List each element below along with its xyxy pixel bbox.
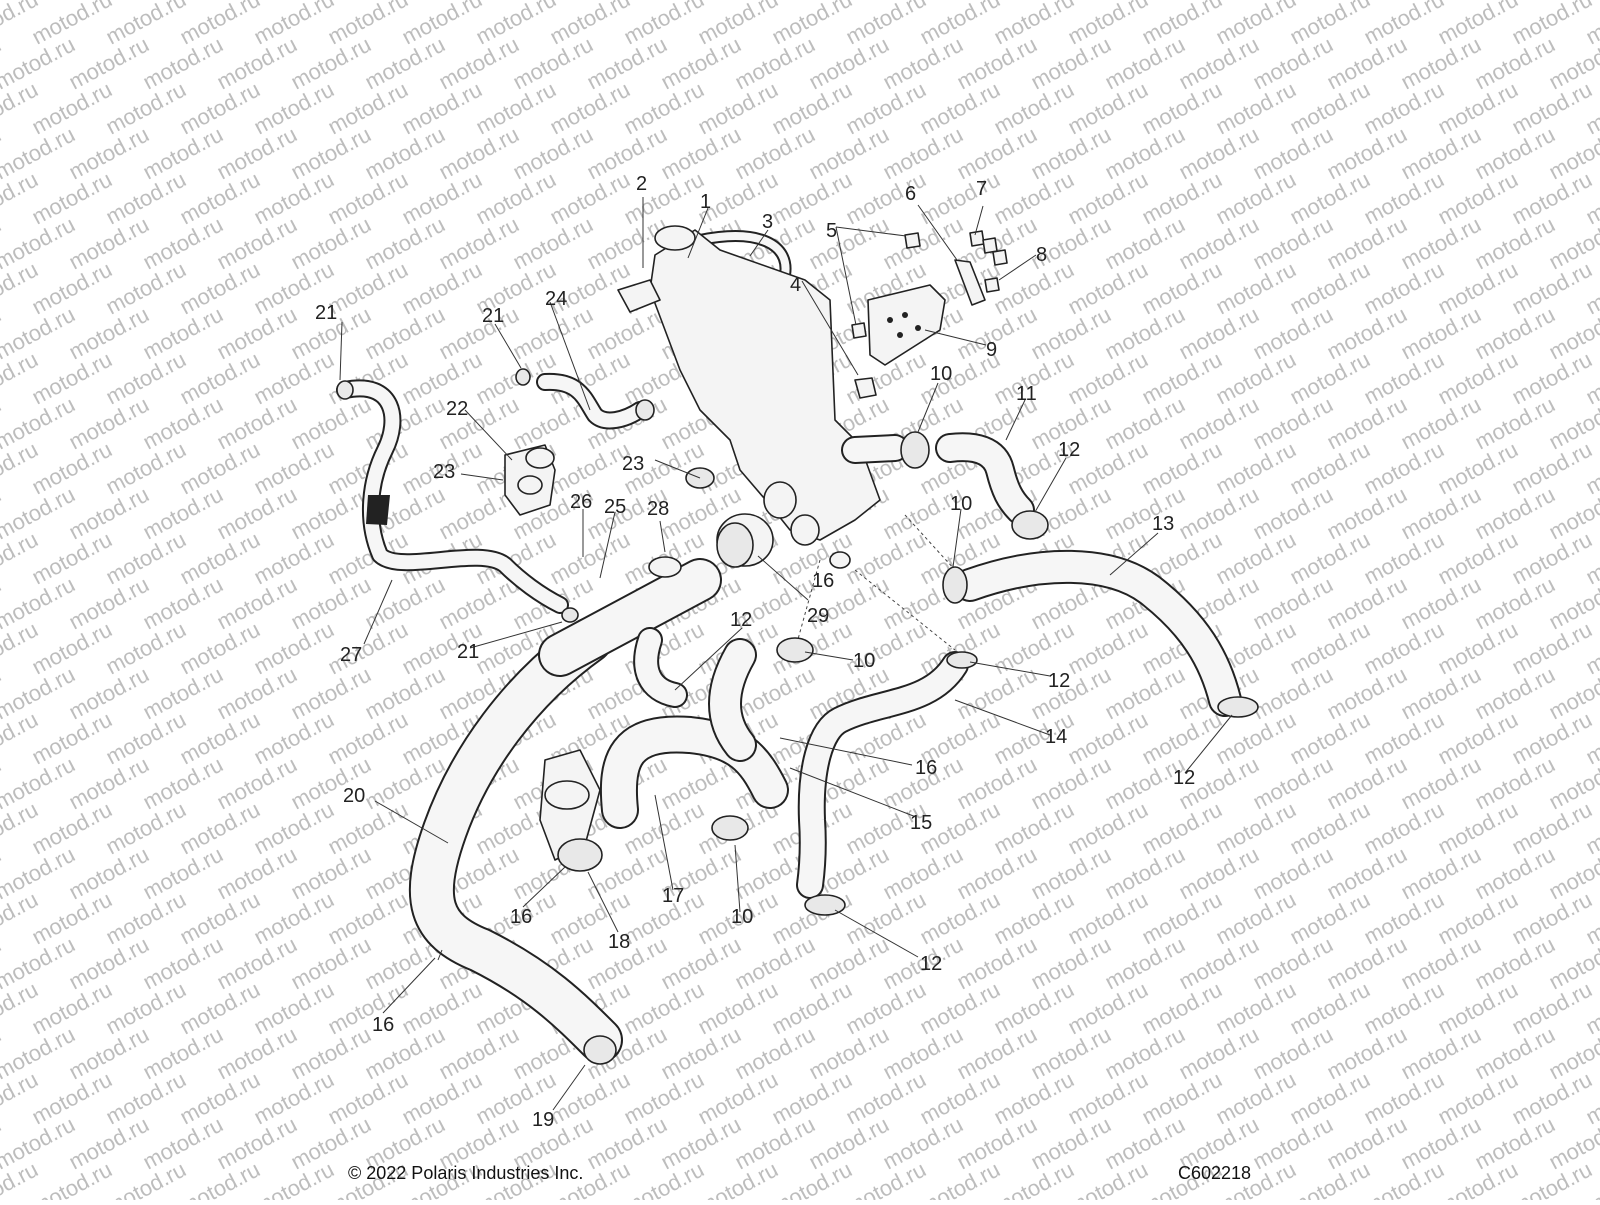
valve-part-22	[504, 444, 556, 516]
callout-21b: 21	[482, 305, 504, 327]
callout-11: 11	[1016, 383, 1037, 405]
callout-22: 22	[446, 398, 468, 420]
hose-part-27	[336, 379, 569, 614]
callout-21c: 21	[457, 641, 479, 663]
callout-25: 25	[604, 496, 626, 518]
callout-16a: 16	[812, 570, 834, 592]
callout-23a: 23	[433, 461, 455, 483]
thermostat-housing-part-1	[649, 225, 909, 569]
callout-26: 26	[570, 491, 592, 513]
elbow-part-12	[633, 627, 688, 708]
callout-10a: 10	[930, 363, 952, 385]
hose-part-24	[536, 372, 649, 430]
callout-8: 8	[1036, 244, 1047, 266]
callout-16b: 16	[915, 757, 937, 779]
hose-part-3	[694, 230, 792, 281]
clip-part-2	[617, 279, 661, 313]
callout-14: 14	[1045, 726, 1067, 748]
bolts	[851, 230, 1008, 339]
callout-labels: 1 2 3 4 5 6 7 8 9 10 10 10 10 11 12 12 1…	[315, 173, 1195, 1131]
bracket-part-9	[867, 284, 946, 366]
callout-24: 24	[545, 288, 567, 310]
callout-17: 17	[662, 885, 684, 907]
hose-part-13	[953, 549, 1242, 717]
hose-part-14	[796, 651, 969, 899]
callout-6: 6	[905, 183, 916, 205]
callout-12e: 12	[730, 609, 752, 631]
callout-12a: 12	[1058, 439, 1080, 461]
callout-12c: 12	[1173, 767, 1195, 789]
callout-4: 4	[790, 274, 801, 296]
callout-1: 1	[700, 191, 711, 213]
assembly-lines	[794, 514, 956, 651]
callout-12d: 12	[920, 953, 942, 975]
pump-part-18	[539, 749, 603, 872]
drawing-code: C602218	[1178, 1163, 1252, 1183]
callout-13: 13	[1152, 513, 1174, 535]
callout-29: 29	[807, 605, 829, 627]
leader-lines	[339, 197, 1233, 1111]
hose-part-17	[599, 638, 789, 829]
callout-10b: 10	[950, 493, 972, 515]
callout-10d: 10	[731, 906, 753, 928]
callout-16c: 16	[510, 906, 532, 928]
hose-part-11	[935, 432, 1035, 525]
callout-15: 15	[910, 812, 932, 834]
callout-20: 20	[343, 785, 365, 807]
callout-27: 27	[340, 644, 362, 666]
callout-7: 7	[976, 178, 987, 200]
copyright-notice: © 2022 Polaris Industries Inc.	[348, 1163, 584, 1183]
callout-12b: 12	[1048, 670, 1070, 692]
callout-9: 9	[986, 339, 997, 361]
bracket-part-6	[954, 259, 986, 306]
callout-10c: 10	[853, 650, 875, 672]
callout-21a: 21	[315, 302, 337, 324]
sensor-part-4	[854, 377, 877, 399]
callout-23b: 23	[622, 453, 644, 475]
callout-16d: 16	[372, 1014, 394, 1036]
callout-28: 28	[647, 498, 669, 520]
callout-3: 3	[762, 211, 773, 233]
callout-5: 5	[826, 220, 837, 242]
callout-18: 18	[608, 931, 630, 953]
callout-19: 19	[532, 1109, 554, 1131]
callout-2: 2	[636, 173, 647, 195]
hose-part-20	[408, 617, 623, 1063]
